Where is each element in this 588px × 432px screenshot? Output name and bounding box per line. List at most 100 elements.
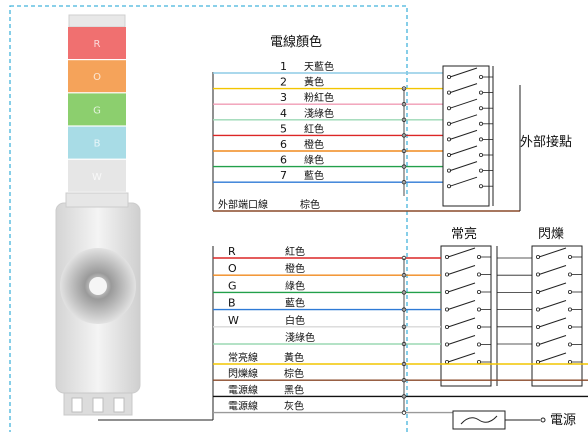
wire-color-label: 棕色 (284, 367, 304, 380)
lamp-tier (68, 159, 126, 192)
contact-switch (449, 176, 478, 187)
contact-switch (447, 335, 476, 345)
wire-color-label: 黃色 (304, 76, 324, 89)
wire-number: 3 (280, 91, 287, 104)
contact-terminal (568, 324, 573, 329)
lamp-tier (68, 126, 126, 159)
contact-terminal (476, 359, 481, 364)
lamp-tier (68, 60, 126, 93)
wire-color-label: 黑色 (284, 383, 304, 396)
wire-prefix-label: 閃爍線 (228, 367, 258, 380)
contact-switch (447, 352, 476, 363)
contact-switch (449, 98, 478, 109)
wire-color-label: 綠色 (285, 279, 305, 292)
lamp-tier (68, 93, 126, 126)
contact-terminal (478, 152, 483, 157)
wire-code: G (228, 279, 237, 292)
contact-terminal (478, 75, 483, 80)
wire-color-label: 紅色 (285, 245, 305, 258)
contact-terminal (478, 137, 483, 142)
wire-color-label: 淺綠色 (285, 331, 315, 344)
contact-switch (447, 247, 476, 258)
contact-terminal (476, 307, 481, 312)
wire-number: 2 (280, 76, 287, 89)
contact-switch (538, 247, 567, 258)
contact-terminal (478, 121, 483, 126)
wire-color-label: 綠色 (304, 154, 324, 167)
contact-switch (449, 145, 478, 156)
contact-terminal (476, 324, 481, 329)
lamp-tier-letter: G (93, 105, 101, 116)
wire-color-label: 灰色 (284, 400, 304, 413)
base-terminal (92, 397, 104, 413)
external-contact-label: 外部接點 (520, 134, 572, 150)
lamp-tier-letter: R (94, 39, 101, 50)
contact-switch (447, 265, 476, 275)
power-switch (452, 410, 546, 430)
steady-relay-block (440, 245, 498, 387)
lamp-tier-letter: B (94, 139, 101, 150)
contact-switch (447, 282, 476, 293)
wire-color-label: 白色 (285, 314, 305, 327)
contact-switch (538, 317, 567, 328)
contact-switch (538, 300, 567, 310)
contact-switch (449, 67, 478, 78)
contact-switch (449, 129, 478, 140)
contact-terminal (478, 106, 483, 111)
lamp-cap (68, 14, 126, 28)
contact-terminal (568, 342, 573, 347)
wire-code: R (228, 245, 236, 258)
contact-terminal (476, 254, 481, 259)
contact-switch (538, 282, 567, 293)
lamp-neck (65, 192, 129, 208)
wire-color-label: 橙色 (304, 138, 324, 151)
contact-switch (447, 300, 476, 310)
contact-terminal (568, 289, 573, 294)
contact-terminal (568, 359, 573, 364)
wire-code: W (228, 314, 239, 327)
contact-switch (538, 352, 567, 363)
wire-number: 4 (280, 107, 287, 120)
contact-switch (449, 83, 478, 94)
wire-color-label: 紅色 (304, 122, 324, 135)
flash-label: 閃爍 (538, 226, 564, 242)
wire-number: 5 (280, 122, 287, 135)
wire-color-label: 黃色 (284, 351, 304, 364)
wire-prefix-label: 常亮線 (228, 351, 258, 364)
contact-terminal (568, 254, 573, 259)
external-contact-block (442, 65, 494, 207)
contact-terminal (478, 184, 483, 189)
wire-number: 1 (280, 60, 287, 73)
wire-color-title: 電線顏色 (270, 34, 322, 50)
wire-number: 7 (280, 169, 287, 182)
wire-color-label: 粉紅色 (304, 91, 334, 104)
wire-code: O (228, 262, 237, 275)
contact-switch (538, 335, 567, 345)
wire-prefix-label: 電源線 (228, 383, 258, 396)
contact-terminal (476, 342, 481, 347)
contact-terminal (478, 168, 483, 173)
wire-color-label: 藍色 (304, 169, 324, 182)
contact-terminal (476, 289, 481, 294)
contact-terminal (478, 90, 483, 95)
buzzer-center (89, 277, 107, 295)
base-terminal (113, 397, 125, 413)
wire-number: 6 (280, 138, 287, 151)
wire-prefix-label: 外部端口線 (218, 198, 268, 211)
contact-terminal (568, 307, 573, 312)
wire-prefix-label: 電源線 (228, 400, 258, 413)
wire-color-label: 天藍色 (304, 60, 334, 73)
contact-terminal (476, 272, 481, 277)
power-label: 電源 (550, 413, 576, 428)
wire-number: 6 (280, 154, 287, 167)
wire-color-label: 藍色 (285, 297, 305, 310)
contact-switch (538, 265, 567, 275)
wire-color-label: 橙色 (285, 262, 305, 275)
base-terminal (71, 397, 83, 413)
contact-terminal (568, 272, 573, 277)
wire-color-label: 淺綠色 (304, 107, 334, 120)
wire-code: B (228, 297, 236, 310)
wire-color-label: 棕色 (300, 198, 320, 211)
lamp-tier (68, 27, 126, 59)
